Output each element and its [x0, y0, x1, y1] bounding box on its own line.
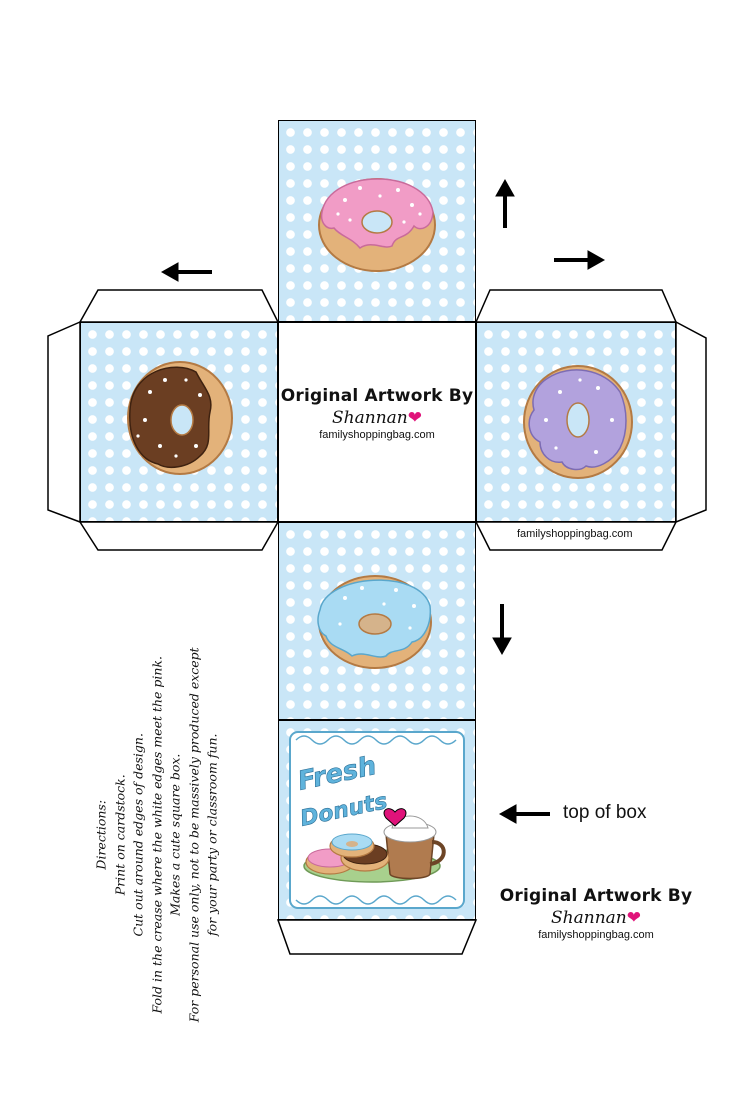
blue-donut-icon: [317, 575, 432, 669]
arrow-up-icon: [495, 178, 515, 228]
chocolate-donut-icon: [127, 361, 233, 475]
credit-site: familyshoppingbag.com: [319, 429, 435, 441]
fresh-donuts-illustration: Fresh Donuts: [289, 731, 465, 909]
directions-line: Cut out around edges of design.: [130, 733, 146, 937]
heart-icon: [383, 808, 407, 827]
directions-line: Makes a cute square box.: [167, 753, 183, 916]
directions-text: Directions: Print on cardstock. Cut out …: [92, 620, 222, 1050]
credit-signature: Shannan❤: [278, 408, 476, 428]
top-of-box-label: top of box: [563, 802, 647, 823]
directions-line: Print on cardstock.: [111, 774, 127, 896]
directions-line: for your party or classroom fun.: [204, 733, 220, 936]
pink-donut-icon: [318, 178, 436, 272]
arrow-down-icon: [492, 604, 512, 656]
bottom-flap: [276, 919, 478, 955]
arrow-right-icon: [554, 250, 606, 270]
directions-line: For personal use only, not to be massive…: [185, 647, 201, 1023]
arrow-left-icon: [160, 262, 212, 282]
signature-text-2: Shannan: [551, 908, 627, 928]
heart-icon: ❤: [626, 908, 641, 928]
panel-center-credit: [278, 322, 476, 522]
directions-line: Fold in the crease where the white edges…: [148, 655, 164, 1014]
bottom-credit-block: Original Artwork By Shannan❤ familyshopp…: [496, 886, 696, 941]
signature-text: Shannan: [332, 408, 408, 428]
center-credit-block: Original Artwork By Shannan❤ familyshopp…: [278, 386, 476, 441]
credit-title: Original Artwork By: [280, 386, 474, 406]
purple-donut-icon: [523, 365, 633, 479]
credit-signature-2: Shannan❤: [496, 908, 696, 928]
directions-heading: Directions:: [93, 799, 109, 870]
right-side-flap: [675, 320, 707, 524]
left-bottom-flap: [78, 521, 280, 551]
credit-title-2: Original Artwork By: [499, 886, 693, 906]
arrow-left-icon: [498, 804, 550, 824]
credit-site-2: familyshoppingbag.com: [538, 929, 654, 941]
heart-icon: ❤: [407, 408, 422, 428]
right-flap-site: familyshoppingbag.com: [517, 528, 633, 540]
right-bottom-flap: [474, 521, 678, 551]
